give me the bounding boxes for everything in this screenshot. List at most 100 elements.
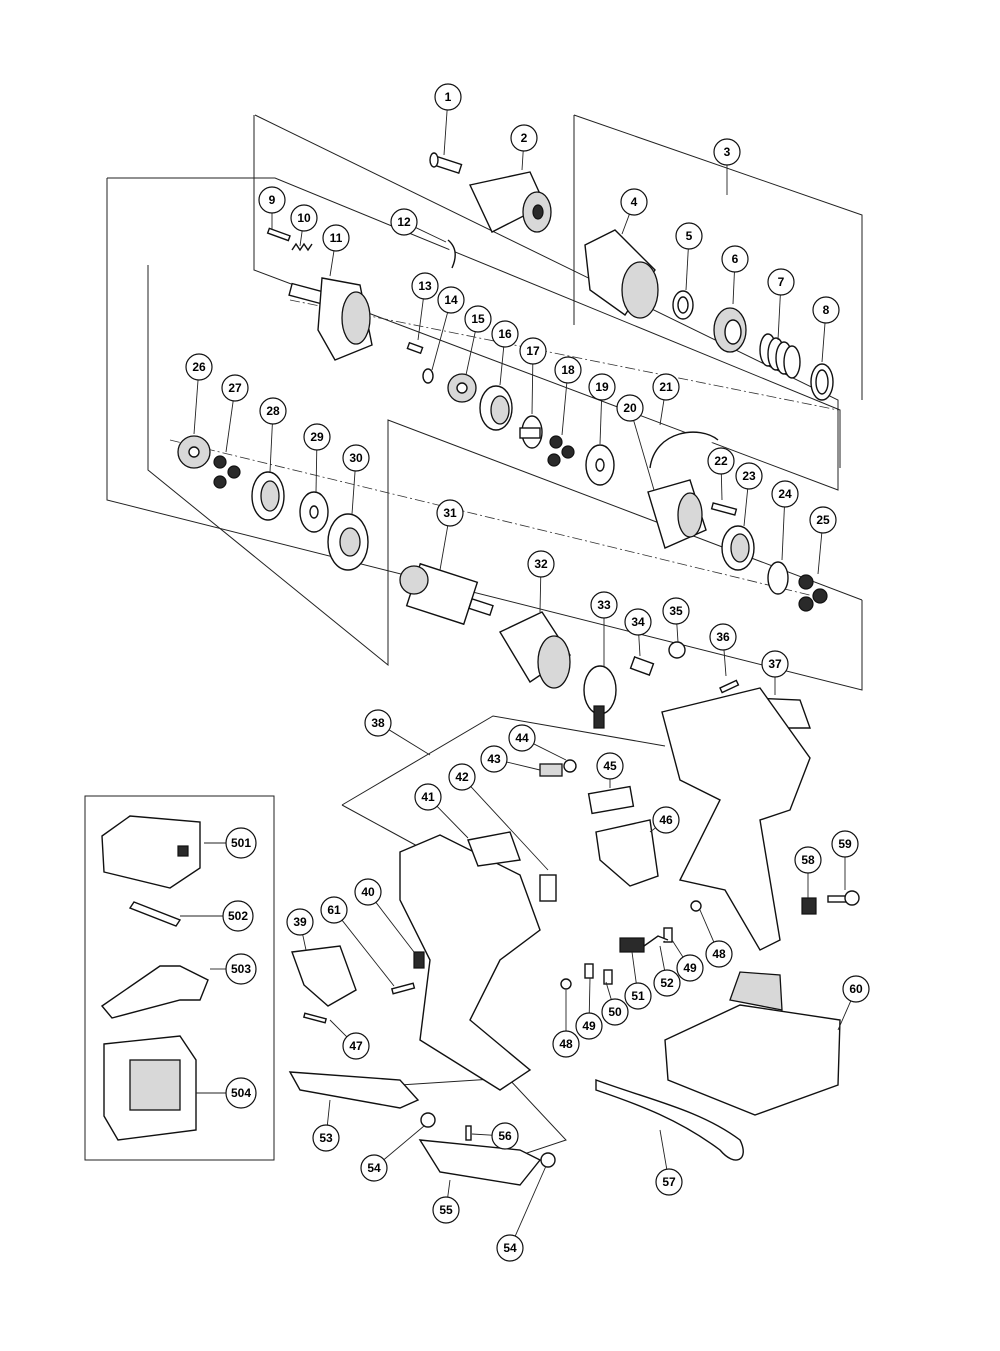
callout-502: 502 bbox=[222, 900, 254, 932]
leader-line-8 bbox=[821, 322, 826, 363]
callout-circle-30 bbox=[342, 444, 370, 472]
callout-circle-44 bbox=[508, 724, 536, 752]
callout-21: 21 bbox=[652, 373, 680, 401]
callout-label-51: 51 bbox=[631, 989, 645, 1003]
callout-circle-19 bbox=[588, 373, 616, 401]
callout-circle-14 bbox=[437, 286, 465, 314]
callout-2: 2 bbox=[510, 124, 538, 152]
brush-holder-33 bbox=[583, 665, 617, 729]
callout-label-13: 13 bbox=[418, 279, 432, 293]
planet-gears-18 bbox=[547, 435, 575, 467]
lead-wire-52 bbox=[643, 935, 669, 947]
leader-line-55 bbox=[447, 1179, 451, 1198]
callout-circle-29 bbox=[303, 423, 331, 451]
leader-line-35 bbox=[676, 623, 679, 643]
leader-line-57 bbox=[659, 1129, 668, 1170]
callout-50: 50 bbox=[601, 998, 629, 1026]
callout-circle-3 bbox=[713, 138, 741, 166]
callout-circle-55 bbox=[432, 1196, 460, 1224]
plate-47 bbox=[302, 1012, 328, 1024]
callout-label-18: 18 bbox=[561, 363, 575, 377]
terminal-42 bbox=[539, 874, 557, 902]
callout-40: 40 bbox=[354, 878, 382, 906]
bearing-plate-30 bbox=[327, 513, 369, 571]
belt-hook-39 bbox=[291, 945, 357, 1007]
callout-41: 41 bbox=[414, 783, 442, 811]
gear-26 bbox=[177, 435, 211, 469]
callout-label-48: 48 bbox=[559, 1037, 573, 1051]
callout-circle-18 bbox=[554, 356, 582, 384]
callout-30: 30 bbox=[342, 444, 370, 472]
leader-line-38 bbox=[388, 729, 431, 756]
stator-32 bbox=[499, 611, 571, 689]
callout-label-53: 53 bbox=[319, 1131, 333, 1145]
leader-line-34 bbox=[638, 634, 641, 657]
callout-circle-502 bbox=[222, 900, 254, 932]
callout-label-503: 503 bbox=[231, 962, 251, 976]
leader-line-2 bbox=[521, 150, 524, 171]
callout-circle-34 bbox=[624, 608, 652, 636]
callout-circle-37 bbox=[761, 650, 789, 678]
armature-icon bbox=[399, 562, 494, 626]
callout-7: 7 bbox=[767, 268, 795, 296]
leader-line-32 bbox=[539, 576, 542, 613]
callout-label-12: 12 bbox=[397, 215, 411, 229]
callout-label-54: 54 bbox=[503, 1241, 517, 1255]
callout-label-35: 35 bbox=[669, 604, 683, 618]
callout-label-7: 7 bbox=[778, 275, 785, 289]
callout-15: 15 bbox=[464, 305, 492, 333]
callout-label-25: 25 bbox=[816, 513, 830, 527]
callout-label-504: 504 bbox=[231, 1086, 251, 1100]
callout-circle-16 bbox=[491, 320, 519, 348]
callout-circle-26 bbox=[185, 353, 213, 381]
callout-label-32: 32 bbox=[534, 557, 548, 571]
callout-504: 504 bbox=[225, 1077, 257, 1109]
side-handle-503 bbox=[100, 965, 209, 1019]
callout-label-8: 8 bbox=[823, 303, 830, 317]
washer-29 bbox=[299, 491, 329, 533]
callout-35: 35 bbox=[662, 597, 690, 625]
leader-line-56 bbox=[471, 1133, 493, 1136]
leader-line-25 bbox=[817, 532, 823, 575]
callout-label-39: 39 bbox=[293, 915, 307, 929]
housing-right-38 bbox=[661, 687, 811, 951]
ring-gear-28 bbox=[251, 471, 285, 521]
leader-line-47 bbox=[329, 1019, 348, 1038]
callout-circle-54 bbox=[360, 1154, 388, 1182]
leader-line-49 bbox=[671, 939, 684, 958]
callout-circle-50 bbox=[601, 998, 629, 1026]
leader-line-41 bbox=[436, 805, 469, 839]
ring-14 bbox=[422, 368, 434, 384]
callout-label-60: 60 bbox=[849, 982, 863, 996]
callout-circle-54 bbox=[496, 1234, 524, 1262]
callout-circle-4 bbox=[620, 188, 648, 216]
callout-circle-15 bbox=[464, 305, 492, 333]
brush-cap-44 bbox=[563, 759, 577, 773]
washer-19 bbox=[585, 444, 615, 486]
callout-label-19: 19 bbox=[595, 380, 609, 394]
callout-label-3: 3 bbox=[724, 145, 731, 159]
callout-circle-47 bbox=[342, 1032, 370, 1060]
callout-label-501: 501 bbox=[231, 836, 251, 850]
callout-9: 9 bbox=[258, 186, 286, 214]
leader-line-50 bbox=[605, 981, 612, 1000]
leader-line-53 bbox=[326, 1099, 331, 1126]
leader-line-5 bbox=[685, 248, 689, 291]
callout-27: 27 bbox=[221, 374, 249, 402]
label-45 bbox=[587, 785, 635, 815]
callout-layer: 1234567891011121314151617181920212223242… bbox=[185, 83, 870, 1262]
callout-49: 49 bbox=[676, 954, 704, 982]
screw-48b bbox=[560, 978, 572, 990]
callout-16: 16 bbox=[491, 320, 519, 348]
callout-label-31: 31 bbox=[443, 506, 457, 520]
callout-36: 36 bbox=[709, 623, 737, 651]
callout-23: 23 bbox=[735, 462, 763, 490]
callout-label-26: 26 bbox=[192, 360, 206, 374]
planet-gears-25 bbox=[798, 574, 828, 612]
callout-circle-38 bbox=[364, 709, 392, 737]
cap-35 bbox=[668, 641, 686, 659]
leader-line-30 bbox=[351, 470, 356, 515]
callout-circle-8 bbox=[812, 296, 840, 324]
callout-circle-504 bbox=[225, 1077, 257, 1109]
leader-line-7 bbox=[777, 294, 781, 341]
